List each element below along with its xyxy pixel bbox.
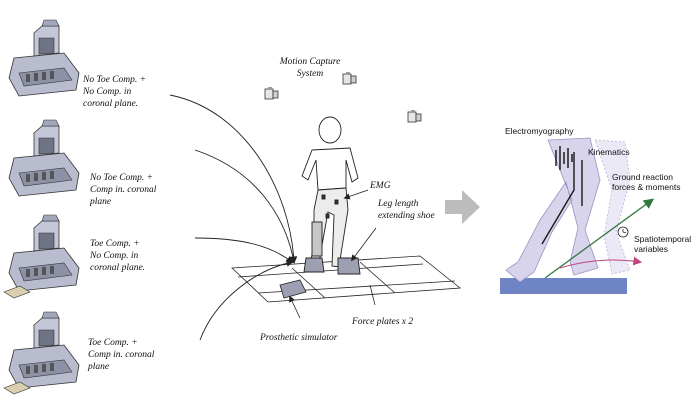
leg-analysis [505,137,631,283]
grf-label: Ground reaction forces & moments [612,172,681,192]
kinematics-label: Kinematics [588,147,630,157]
motion-capture-label: Motion Capture System [279,57,341,79]
walking-person [301,116,361,275]
config-curves [169,94,298,341]
force-plates-label: Force plates x 2 [352,317,414,327]
pointer-lines [289,189,377,319]
prosthetic-foot-icon [279,279,307,299]
camera-icon-1 [264,86,279,100]
config-label-4: Toe Comp. + Comp in. coronal plane [88,338,155,372]
electromyography-label: Electromyography [505,126,574,136]
device-icon-1 [8,19,80,97]
ground-plate [500,278,627,294]
device-icon-3 [3,214,80,299]
emg-label: EMG [370,181,391,191]
config-label-3: Toe Comp. + No Comp. in coronal plane. [90,239,146,273]
leg-length-label: Leg length extending shoe [378,199,435,221]
config-label-2: No Toe Comp. + Comp in. coronal plane [90,173,157,207]
grf-arrow [544,198,655,279]
device-icon-4 [3,311,80,395]
flow-arrow [445,190,480,224]
clock-icon [617,226,629,238]
config-label-1: No Toe Comp. + No Comp. in coronal plane… [83,75,147,109]
spatiotemporal-arrow [559,256,643,269]
prosthetic-simulator-label: Prosthetic simulator [260,333,338,343]
camera-icon-3 [407,109,422,123]
spatiotemporal-label: Spatiotemporal variables [634,234,692,254]
device-icon-2 [8,119,80,197]
